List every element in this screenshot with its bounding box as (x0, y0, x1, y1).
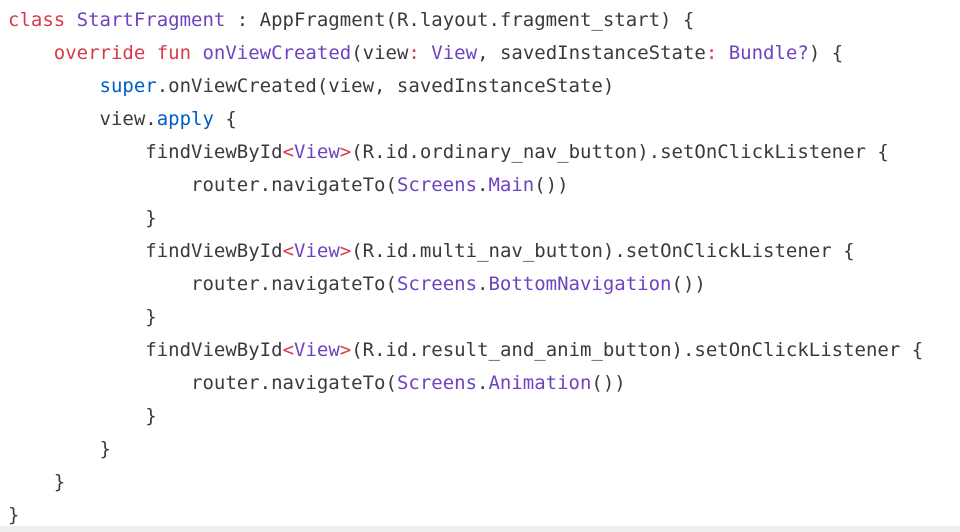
code-line: } (8, 202, 960, 235)
code-indent (8, 339, 145, 361)
code-token: ()) (534, 174, 569, 196)
code-token: router.navigateTo( (191, 372, 397, 394)
code-token: < (282, 339, 295, 361)
code-token: < (282, 240, 295, 262)
code-line: } (8, 433, 960, 466)
code-token: > (339, 240, 352, 262)
code-line: class StartFragment : AppFragment(R.layo… (8, 4, 960, 37)
code-token: super (99, 75, 157, 97)
code-token: apply (156, 108, 214, 130)
code-line: super.onViewCreated(view, savedInstanceS… (8, 70, 960, 103)
code-token: ) { (808, 42, 844, 64)
code-token: class (8, 9, 77, 31)
code-token: Screens (396, 174, 478, 196)
code-token: { (213, 108, 237, 130)
code-token: , savedInstanceState (477, 42, 706, 64)
code-token: Bundle? (728, 42, 809, 64)
code-line: } (8, 466, 960, 499)
code-token: } (8, 504, 20, 526)
code-line: router.navigateTo(Screens.Main()) (8, 169, 960, 202)
code-token: ()) (671, 273, 706, 295)
code-token: (R.id.ordinary_nav_button).setOnClickLis… (351, 141, 889, 163)
code-token: < (282, 141, 295, 163)
code-token: router.navigateTo( (191, 174, 397, 196)
code-token: } (53, 471, 66, 493)
code-token: (R.id.multi_nav_button).setOnClickListen… (351, 240, 855, 262)
code-indent (8, 75, 100, 97)
code-line: } (8, 499, 960, 532)
code-line: view.apply { (8, 103, 960, 136)
code-line: } (8, 400, 960, 433)
code-line: router.navigateTo(Screens.Animation()) (8, 367, 960, 400)
code-token: } (145, 306, 157, 328)
code-token: BottomNavigation (488, 273, 672, 295)
code-indent (8, 306, 145, 328)
code-token: ()) (591, 372, 626, 394)
bottom-divider (0, 526, 960, 532)
code-token: } (99, 438, 111, 460)
code-token: > (339, 141, 352, 163)
code-token: } (145, 405, 157, 427)
code-indent (8, 405, 145, 427)
code-line: router.navigateTo(Screens.BottomNavigati… (8, 268, 960, 301)
code-indent (8, 240, 145, 262)
code-indent (8, 273, 191, 295)
code-token: View (294, 141, 340, 163)
code-token: Main (488, 174, 535, 196)
code-token: (R.id.result_and_anim_button).setOnClick… (351, 339, 924, 361)
code-token: findViewById (145, 141, 283, 163)
code-token: router.navigateTo( (191, 273, 397, 295)
code-indent (8, 42, 54, 64)
code-token: . (477, 174, 489, 196)
code-token: Screens (396, 372, 478, 394)
code-line: override fun onViewCreated(view: View, s… (8, 37, 960, 70)
code-token: findViewById (145, 240, 283, 262)
code-token: onViewCreated (202, 42, 352, 64)
code-token: View (294, 339, 340, 361)
code-token: override (53, 42, 157, 64)
code-token: fun (156, 42, 203, 64)
code-token: View (431, 42, 478, 64)
code-indent (8, 438, 100, 460)
code-token: .onViewCreated(view, savedInstanceState) (156, 75, 615, 97)
code-token: . (477, 372, 489, 394)
code-line: findViewById<View>(R.id.ordinary_nav_but… (8, 136, 960, 169)
code-token: Screens (396, 273, 478, 295)
code-indent (8, 174, 191, 196)
code-indent (8, 207, 145, 229)
code-indent (8, 372, 191, 394)
code-token: . (477, 273, 489, 295)
code-token: } (145, 207, 157, 229)
code-token: View (294, 240, 340, 262)
code-token: view. (99, 108, 157, 130)
code-token: : (408, 42, 432, 64)
code-indent (8, 141, 145, 163)
code-indent (8, 471, 54, 493)
code-token: Animation (488, 372, 592, 394)
code-token: StartFragment (76, 9, 226, 31)
code-line: findViewById<View>(R.id.multi_nav_button… (8, 235, 960, 268)
code-line: } (8, 301, 960, 334)
code-token: findViewById (145, 339, 283, 361)
code-token: : AppFragment(R.layout.fragment_start) { (225, 9, 695, 31)
code-token: : (705, 42, 729, 64)
code-indent (8, 108, 100, 130)
code-line: findViewById<View>(R.id.result_and_anim_… (8, 334, 960, 367)
code-token: > (339, 339, 352, 361)
code-token: (view (351, 42, 409, 64)
